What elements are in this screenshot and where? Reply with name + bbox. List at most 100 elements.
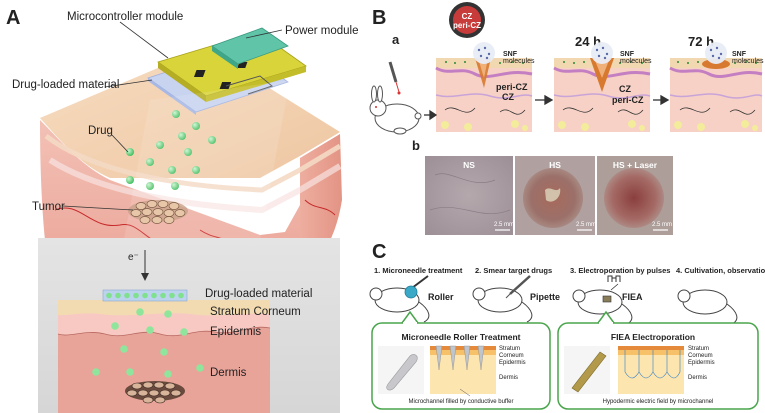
panel-b-letter: B: [372, 7, 386, 29]
box2-stratum: Stratum: [688, 346, 709, 352]
box1-corneum: Corneum: [499, 353, 524, 359]
peri-cz-label-1: peri-CZ: [496, 82, 528, 92]
molecules-label-2: molecules: [620, 58, 652, 65]
skin-section-24h: [553, 42, 651, 132]
leader-line: [104, 79, 153, 88]
panel-c: C 1. Microneedle treatment 2. Smear targ…: [369, 241, 765, 410]
box1-title: Microneedle Roller Treatment: [401, 332, 520, 342]
drug-label: Drug: [88, 125, 113, 137]
snf-label-3: SNF: [732, 51, 747, 58]
skin-layer-line: [44, 134, 342, 193]
step-4-label: 4. Cultivation, observation: [676, 266, 765, 275]
electron-label: e⁻: [128, 252, 139, 263]
cz-label-2: CZ: [619, 84, 631, 94]
molecules-label-3: molecules: [732, 58, 764, 65]
box2-caption: Hypodermic electric field by microchanne…: [603, 399, 714, 405]
peri-cz-label-2: peri-CZ: [612, 95, 644, 105]
box2-epidermis: Epidermis: [688, 360, 715, 366]
roller-photo: [378, 346, 424, 394]
electron-arrowhead: [141, 273, 149, 281]
photo-hs-laser: HS + Laser 2.5 mm: [597, 156, 673, 235]
panel-c-letter: C: [372, 241, 386, 263]
drug-loaded-material-label: Drug-loaded material: [12, 79, 119, 91]
fiea-photo: [564, 346, 610, 394]
box1-stratum: Stratum: [499, 346, 520, 352]
circuit-trace: [225, 75, 274, 95]
leader-line: [62, 205, 134, 211]
power-module-label: Power module: [285, 25, 359, 37]
photo-hs-laser-label: HS + Laser: [613, 160, 658, 170]
cz-label-1: CZ: [502, 92, 514, 102]
panel-b: B a b CZ peri-CZ 24 h 72 h: [369, 2, 764, 235]
pipette-icon: [505, 275, 531, 299]
inset-dermis-label: Dermis: [210, 367, 247, 379]
photo-ns-label: NS: [463, 160, 475, 170]
snf-label-2: SNF: [620, 51, 635, 58]
box1-epidermis: Epidermis: [499, 360, 526, 366]
bubble-cz-label: CZ: [462, 12, 473, 21]
drug-particles: [126, 110, 216, 190]
roller-label: Roller: [428, 292, 454, 302]
mouse-icon-2: [472, 287, 533, 323]
photo-hs-label: HS: [549, 160, 561, 170]
microcontroller-module-edge: [158, 62, 206, 102]
photo-hs-laser-scale: 2.5 mm: [652, 222, 672, 228]
microcontroller-module-edge: [206, 66, 306, 102]
mouse-icon-1: [369, 287, 430, 323]
skin-layer-line: [48, 157, 342, 214]
step-1-label: 1. Microneedle treatment: [374, 266, 463, 275]
snf-label-1: SNF: [503, 51, 518, 58]
chip-icon: [219, 82, 232, 89]
skin-block-top: [40, 48, 340, 178]
cz-bubble: CZ peri-CZ: [449, 2, 485, 38]
drug-loaded-material-edge: [148, 78, 196, 115]
inset-stratum-corneum: [58, 300, 270, 316]
time-72h: 72 h: [688, 34, 714, 49]
fiea-label: FIEA: [622, 292, 643, 302]
tumor: [128, 200, 188, 224]
panel-b-sub-b: b: [412, 138, 420, 153]
tumor-label: Tumor: [32, 201, 65, 213]
roller-icon: [404, 275, 429, 299]
inset-tumor: [125, 381, 185, 404]
photo-ns: NS 2.5 mm: [425, 156, 514, 235]
inset-material-label: Drug-loaded material: [205, 288, 312, 300]
leader-line: [111, 134, 129, 153]
leader-line: [119, 21, 169, 59]
chip-icon: [193, 70, 206, 77]
inset-layer-boundary: [57, 326, 271, 337]
box2-corneum: Corneum: [688, 353, 713, 359]
leader-line: [245, 29, 283, 39]
panel-a: A: [6, 7, 359, 413]
laser-pen-icon: [388, 61, 401, 95]
box2-dermis: Dermis: [688, 375, 707, 381]
power-module-edge: [212, 46, 238, 69]
box-fiea-electroporation: FIEA Electroporation Stratum Corneum Epi…: [557, 310, 759, 410]
fiea-icon: [602, 275, 621, 303]
box1-caption: Microchannel filled by conductive buffer: [409, 399, 514, 405]
box1-dermis: Dermis: [499, 375, 518, 381]
box1-skin-diagram: [430, 345, 496, 397]
box-microneedle-roller: Microneedle Roller Treatment Stratum Cor…: [371, 310, 551, 410]
microcontroller-label: Microcontroller module: [67, 11, 183, 23]
inset-epidermis-label: Epidermis: [210, 326, 261, 338]
mouse-icon-4: [677, 289, 738, 325]
skin-section-72h: [669, 42, 763, 132]
panel-a-letter: A: [6, 7, 20, 29]
rabbit-icon: [369, 85, 422, 135]
pipette-label: Pipette: [530, 292, 560, 302]
photo-hs-scale: 2.5 mm: [576, 222, 596, 228]
skin-section-0h: [435, 42, 533, 132]
step-2-label: 2. Smear target drugs: [475, 266, 552, 275]
bubble-peri-cz-label: peri-CZ: [453, 21, 481, 30]
molecules-label-1: molecules: [503, 58, 535, 65]
photo-ns-scale: 2.5 mm: [494, 222, 514, 228]
inset-stratum-label: Stratum Corneum: [210, 306, 301, 318]
panel-b-sub-a: a: [392, 32, 400, 47]
step-3-label: 3. Electroporation by pulses: [570, 266, 670, 275]
process-arrows: [424, 94, 670, 121]
photo-hs: HS 2.5 mm: [515, 156, 596, 235]
box2-title: FIEA Electroporation: [611, 332, 695, 342]
inset-drug-dots: [92, 292, 204, 378]
